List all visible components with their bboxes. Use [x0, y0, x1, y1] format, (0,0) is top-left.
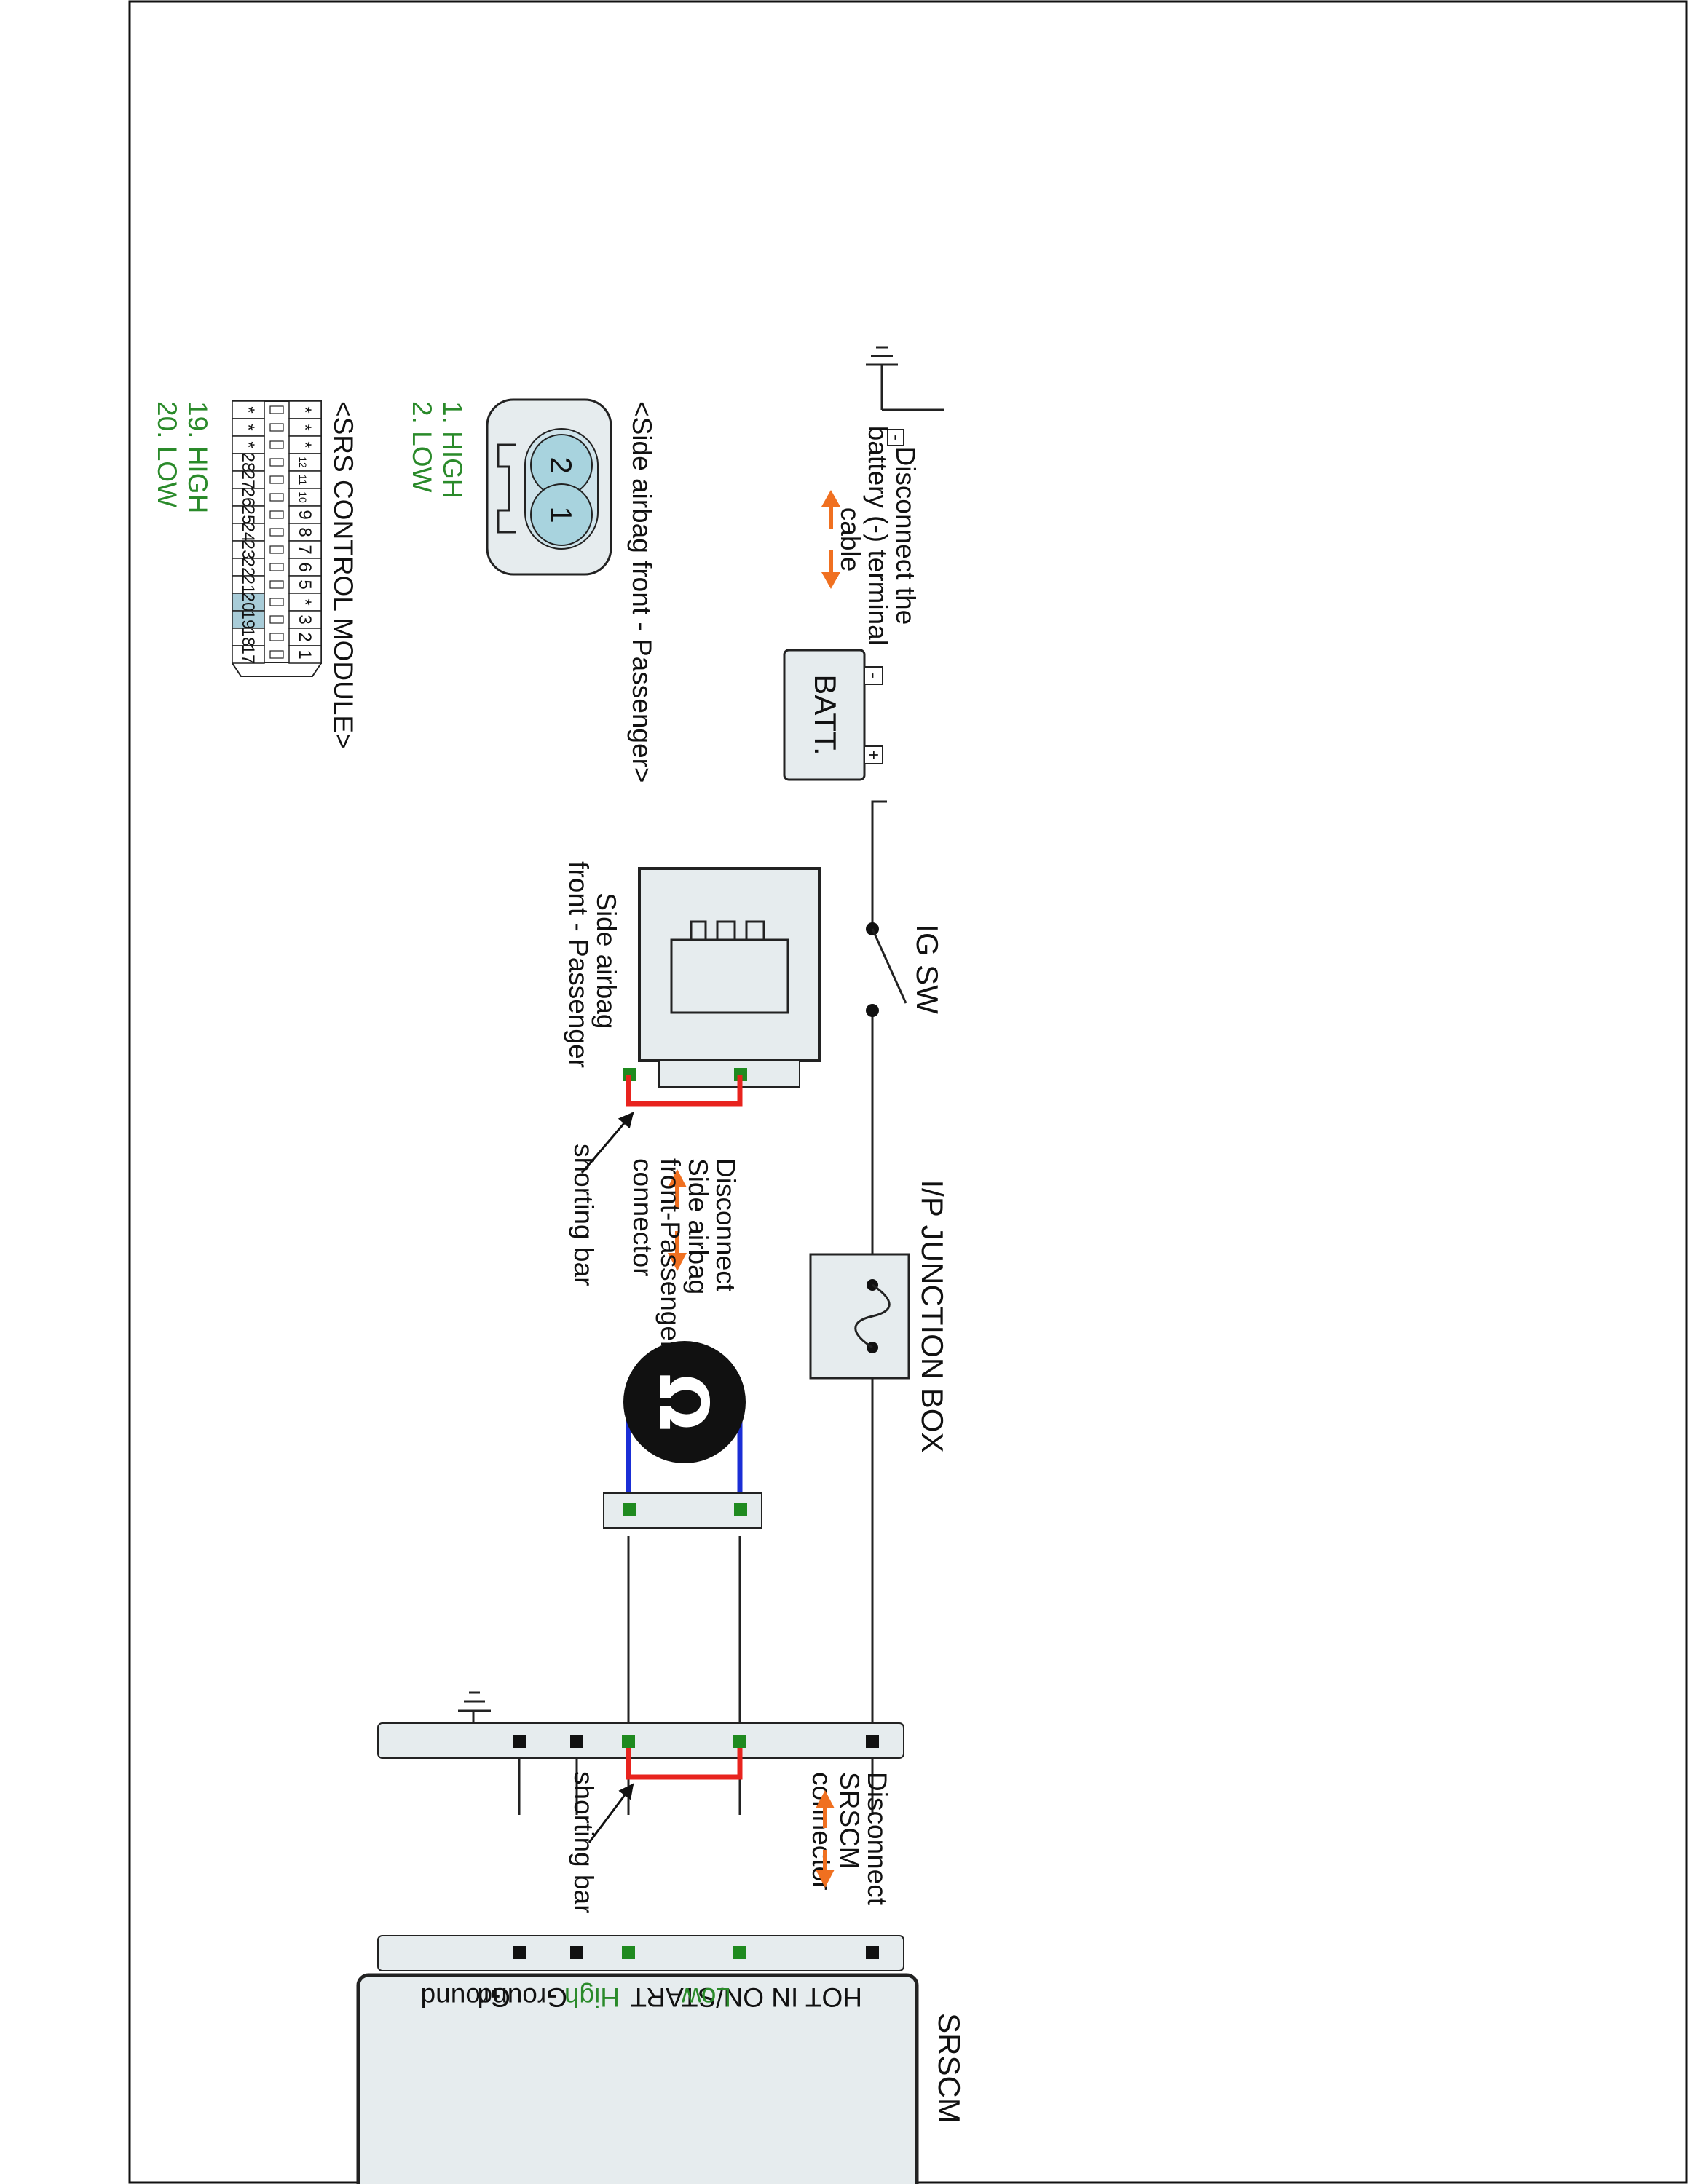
srs-pin-top-label: 1 — [295, 649, 315, 659]
srs-pin-top-label: 6 — [295, 562, 315, 571]
srs-pin-top-label: * — [295, 598, 315, 605]
srs-pin-top-label: 3 — [295, 614, 315, 624]
srs-pin-bottom-label: 25 — [238, 505, 258, 525]
side-airbag-component-label: Side airbag front - Passenger — [564, 861, 621, 1068]
srs-pin-bottom-label: 28 — [238, 453, 258, 472]
srs-latch-slot — [269, 633, 284, 641]
srs-connector-face: ******122811271026925824723622521*203192… — [232, 400, 322, 677]
page-border — [128, 0, 1688, 2184]
srs-pin-bottom — [232, 645, 265, 664]
side-airbag-title: <Side airbag front - Passenger> — [627, 401, 657, 783]
airbag-pin2-label: 2. LOW — [407, 401, 437, 492]
srs-pin-top-label: 10 — [297, 491, 309, 503]
batt-label: BATT. — [808, 674, 843, 755]
battery: - + BATT. — [783, 649, 883, 781]
srs-pin-top-label: 11 — [297, 475, 309, 486]
srscm-module-connector — [377, 1935, 904, 1971]
srscm-pin-ground-2: Ground — [421, 1982, 510, 2012]
disconnect-srscm-label: Disconnect SRSCM connector — [807, 1772, 892, 1912]
srs-pin-bottom-label: 24 — [238, 523, 258, 542]
srs-pin-bottom-label: * — [238, 441, 258, 448]
batt-plus-sign: + — [864, 750, 883, 760]
shorting-bar-arrow-airbag — [580, 1112, 634, 1174]
shorting-bar-label-srscm: shorting bar — [569, 1771, 599, 1913]
srs-pin-bottom-label: 21 — [238, 575, 258, 595]
shorting-bar-label-airbag: shorting bar — [569, 1144, 599, 1286]
srs-pin-bottom-label: 19 — [238, 610, 258, 630]
ohmmeter: Ω — [623, 1341, 746, 1517]
srs-latch-slot — [269, 598, 284, 606]
srs-pin-top-label: 7 — [295, 545, 315, 554]
disconnect-airbag-label: Disconnect Side airbag front-Passenger c… — [628, 1158, 741, 1358]
srs-latch-slot — [269, 440, 284, 449]
srs-latch-slot — [269, 580, 284, 589]
airbag-connector-face: 2 1 — [486, 398, 612, 576]
ip-junction-box: I/P JUNCTION BOX — [809, 1180, 950, 1453]
battery-terminal-box — [887, 429, 904, 446]
srs-pin-bottom-label: 23 — [238, 540, 258, 560]
srscm-pin-high: High — [564, 1982, 620, 2012]
srscm-pin-ground-1: Ground — [478, 1982, 567, 2012]
srs-latch-slot — [269, 650, 284, 659]
srs-module-title: <SRS CONTROL MODULE> — [328, 401, 358, 749]
ground-box-minus: - — [886, 435, 906, 440]
srs-pin-bottom-label: 17 — [238, 645, 258, 665]
shorting-bar-srscm — [626, 1748, 743, 1780]
srs-latch-slot — [269, 563, 284, 571]
srs-pin-top — [288, 645, 322, 664]
srscm-module: SRSCM — [356, 1973, 966, 2184]
srs-pin-top-label: * — [295, 441, 315, 448]
srs-latch-slot — [269, 528, 284, 537]
ip-junction-box-label: I/P JUNCTION BOX — [915, 1180, 950, 1453]
srs-pin-top-label: 8 — [295, 527, 315, 537]
srs-pin19-label: 19. HIGH — [183, 401, 213, 513]
srs-latch-slot — [269, 475, 284, 484]
srs-latch-slot — [269, 615, 284, 624]
disconnect-battery-arrow — [821, 490, 840, 589]
shorting-bar-arrow-srscm — [588, 1783, 634, 1843]
srscm-label: SRSCM — [932, 2013, 966, 2124]
srs-pin-bottom-label: 27 — [238, 470, 258, 490]
srs-latch-slot — [269, 510, 284, 519]
ig-switch: IG SW — [866, 922, 944, 1017]
srs-latch-slot — [269, 423, 284, 432]
airbag-pin-2: 2 — [544, 456, 578, 473]
srscm-pin-low: Low — [682, 1982, 731, 2012]
srscm-harness-connector — [377, 1722, 904, 1759]
srs-pin-top-label: 9 — [295, 510, 315, 519]
srs-pin-bottom-label: * — [238, 406, 258, 413]
srs-latch-slot — [269, 545, 284, 554]
ground-symbol-battery — [866, 346, 898, 366]
srs-pin20-label: 20. LOW — [152, 401, 182, 507]
srs-latch-slot — [269, 493, 284, 502]
shorting-bar-airbag — [626, 1075, 743, 1107]
disconnect-srscm-arrow — [816, 1790, 835, 1888]
disconnect-battery-label: Disconnect the battery (-) terminal cabl… — [835, 426, 920, 654]
srs-pin-bottom-label: 26 — [238, 488, 258, 507]
srs-latch-slot — [269, 405, 284, 414]
batt-minus-sign: - — [864, 673, 883, 678]
srs-pin-bottom-label: 18 — [238, 628, 258, 647]
srs-pin-top-label: 2 — [295, 632, 315, 641]
meter-connector — [603, 1492, 762, 1529]
ig-sw-label: IG SW — [910, 924, 944, 1014]
ohm-icon: Ω — [644, 1374, 722, 1431]
disconnect-airbag-arrow — [668, 1169, 687, 1271]
srs-pin-top-label: * — [295, 406, 315, 413]
srs-latch-slot — [269, 458, 284, 467]
airbag-pin-1: 1 — [544, 506, 578, 523]
rotated-diagram: - Disconnect the battery (-) terminal ca… — [152, 346, 966, 2184]
airbag-pin1-label: 1. HIGH — [438, 401, 468, 499]
srs-pin-bottom-label: * — [238, 424, 258, 430]
srs-pin-top-label: * — [295, 424, 315, 430]
side-airbag-component — [623, 867, 821, 1088]
srscm-pin-hot: HOT IN ON/START — [630, 1982, 862, 2012]
srs-pin-bottom-label: 20 — [238, 593, 258, 612]
srs-pin-top-label: 12 — [297, 456, 309, 468]
srs-pin-bottom-label: 22 — [238, 558, 258, 577]
srs-pin-top-label: 5 — [295, 579, 315, 589]
